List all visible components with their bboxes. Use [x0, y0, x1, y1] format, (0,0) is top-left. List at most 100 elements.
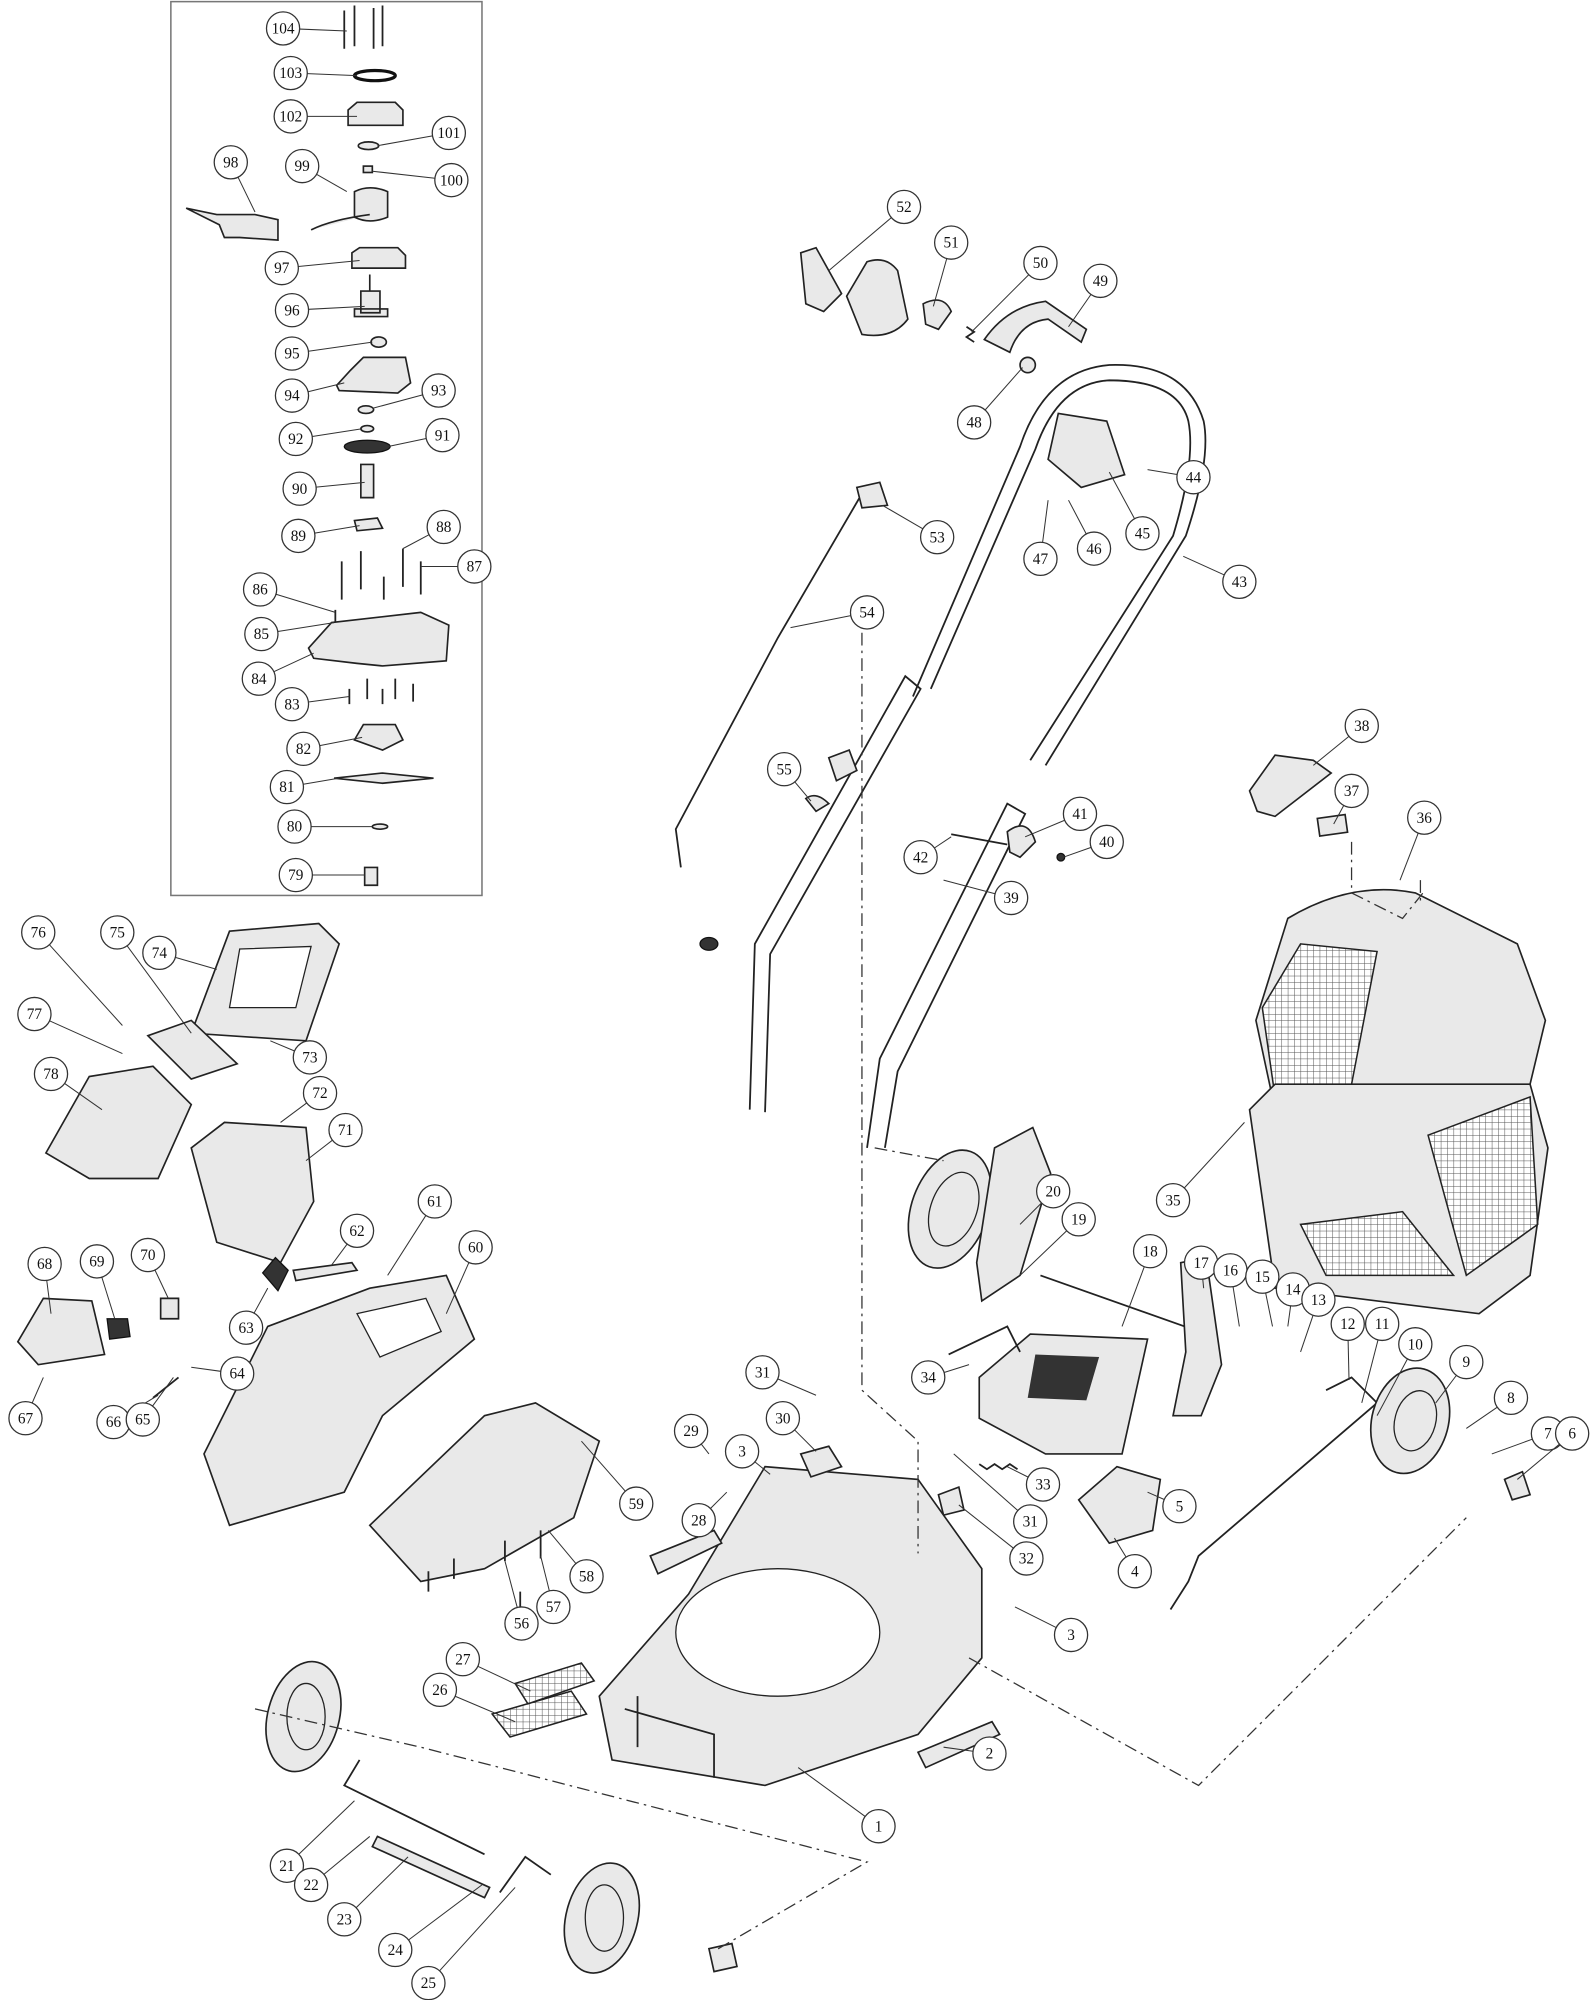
callout-number: 37: [1344, 783, 1360, 800]
callout-number: 9: [1462, 1354, 1470, 1371]
callout-94: 94: [274, 378, 345, 413]
axle-18: [1040, 1274, 1207, 1335]
callout-number: 96: [284, 302, 300, 319]
callout-number: 73: [302, 1050, 318, 1067]
callout-number: 27: [455, 1651, 471, 1668]
callout-9: 9: [1435, 1344, 1484, 1404]
callout-27: 27: [445, 1641, 531, 1692]
callout-leader-line: [794, 1429, 817, 1452]
callout-leader-line: [275, 593, 336, 613]
callout-leader-line: [152, 1377, 174, 1407]
callout-44: 44: [1147, 460, 1211, 495]
callout-circle: [766, 752, 802, 787]
callout-number: 38: [1354, 718, 1370, 735]
callout-circle: [673, 1413, 709, 1449]
grass-box-mesh-top: [1261, 943, 1378, 1098]
callout-number: 47: [1033, 551, 1049, 568]
callout-leader-line: [790, 615, 851, 629]
callout-15: 15: [1245, 1259, 1280, 1327]
callout-40: 40: [1063, 824, 1124, 860]
callout-82: 82: [286, 731, 363, 767]
callout-number: 55: [777, 761, 793, 778]
callout-circle: [281, 518, 316, 554]
callout-leader-line: [1183, 555, 1225, 576]
callout-circle: [569, 1559, 604, 1594]
lever-12: [1169, 1376, 1379, 1610]
bracket-17: [1172, 1256, 1223, 1417]
blade-adapter-82: [353, 723, 405, 751]
callout-circle: [339, 1213, 375, 1248]
callout-number: 80: [287, 819, 303, 836]
callout-circle: [269, 1848, 305, 1883]
grass-box-mesh-bottom: [1299, 1210, 1456, 1277]
callout-leader-line: [1491, 1438, 1533, 1455]
callout-80: 80: [277, 809, 373, 844]
callout-leader-line: [314, 525, 360, 534]
callout-number: 33: [1035, 1477, 1051, 1494]
callout-76: 76: [21, 915, 123, 1026]
callout-circle: [1023, 541, 1058, 577]
callout-number: 63: [238, 1320, 254, 1337]
callout-13: 13: [1300, 1282, 1336, 1353]
callout-45: 45: [1108, 471, 1160, 551]
callout-circle: [1176, 460, 1211, 495]
callout-circle: [457, 549, 492, 584]
callout-97: 97: [264, 250, 360, 286]
callout-3: 3: [724, 1434, 771, 1475]
control-box-45: [1047, 412, 1126, 489]
callout-number: 52: [896, 199, 911, 216]
blade-81: [333, 772, 434, 785]
callout-number: 6: [1568, 1426, 1576, 1443]
callout-circle: [17, 996, 52, 1032]
rear-wheel-right: [1369, 1367, 1451, 1475]
callout-number: 25: [421, 1975, 437, 1992]
chassis-58: [368, 1402, 601, 1583]
filter-27: [513, 1662, 596, 1705]
callout-32: 32: [958, 1504, 1044, 1576]
callout-1: 1: [797, 1767, 896, 1844]
callout-56: 56: [504, 1560, 539, 1641]
callout-number: 57: [546, 1599, 562, 1616]
callout-circle: [1449, 1344, 1484, 1380]
callout-circle: [993, 880, 1029, 916]
motor-assembly-frame: [170, 0, 483, 897]
stator-99: [310, 186, 389, 231]
callout-circle: [619, 1486, 654, 1521]
callout-number: 24: [388, 1942, 404, 1959]
callout-number: 83: [284, 696, 300, 713]
callout-leader-line: [1466, 1406, 1498, 1429]
callout-91: 91: [387, 417, 460, 453]
callout-48: 48: [956, 367, 1023, 440]
bolt-42: [951, 833, 1008, 846]
callout-circle: [1407, 800, 1442, 835]
callout-leader-line: [984, 367, 1023, 411]
callout-31: 31: [745, 1355, 817, 1396]
callout-circle: [972, 1736, 1007, 1771]
callout-number: 81: [279, 779, 294, 796]
callout-circle: [886, 189, 922, 225]
callout-95: 95: [274, 336, 373, 371]
callout-leader-line: [943, 1746, 974, 1752]
callout-55: 55: [766, 752, 812, 802]
cable-54: [674, 484, 868, 868]
callout-number: 35: [1165, 1192, 1181, 1209]
callout-87: 87: [420, 549, 492, 584]
callout-leader-line: [270, 1040, 295, 1052]
motor-cover-5: [1077, 1465, 1162, 1545]
callout-circle: [277, 809, 312, 844]
callout-number: 16: [1223, 1262, 1239, 1279]
callout-leader-line: [298, 1800, 355, 1855]
callout-leader-line: [934, 836, 952, 849]
callout-number: 42: [913, 849, 928, 866]
callout-number: 31: [755, 1364, 770, 1381]
callout-86: 86: [242, 572, 336, 613]
callout-12: 12: [1330, 1306, 1365, 1380]
callout-circle: [1009, 1541, 1044, 1576]
callout-circle: [264, 250, 300, 286]
callout-leader-line: [882, 504, 924, 530]
callout-circle: [1334, 773, 1369, 809]
callout-number: 44: [1186, 469, 1202, 486]
callout-circle: [273, 55, 308, 91]
screws-88: [334, 548, 422, 628]
callout-85: 85: [244, 616, 335, 652]
